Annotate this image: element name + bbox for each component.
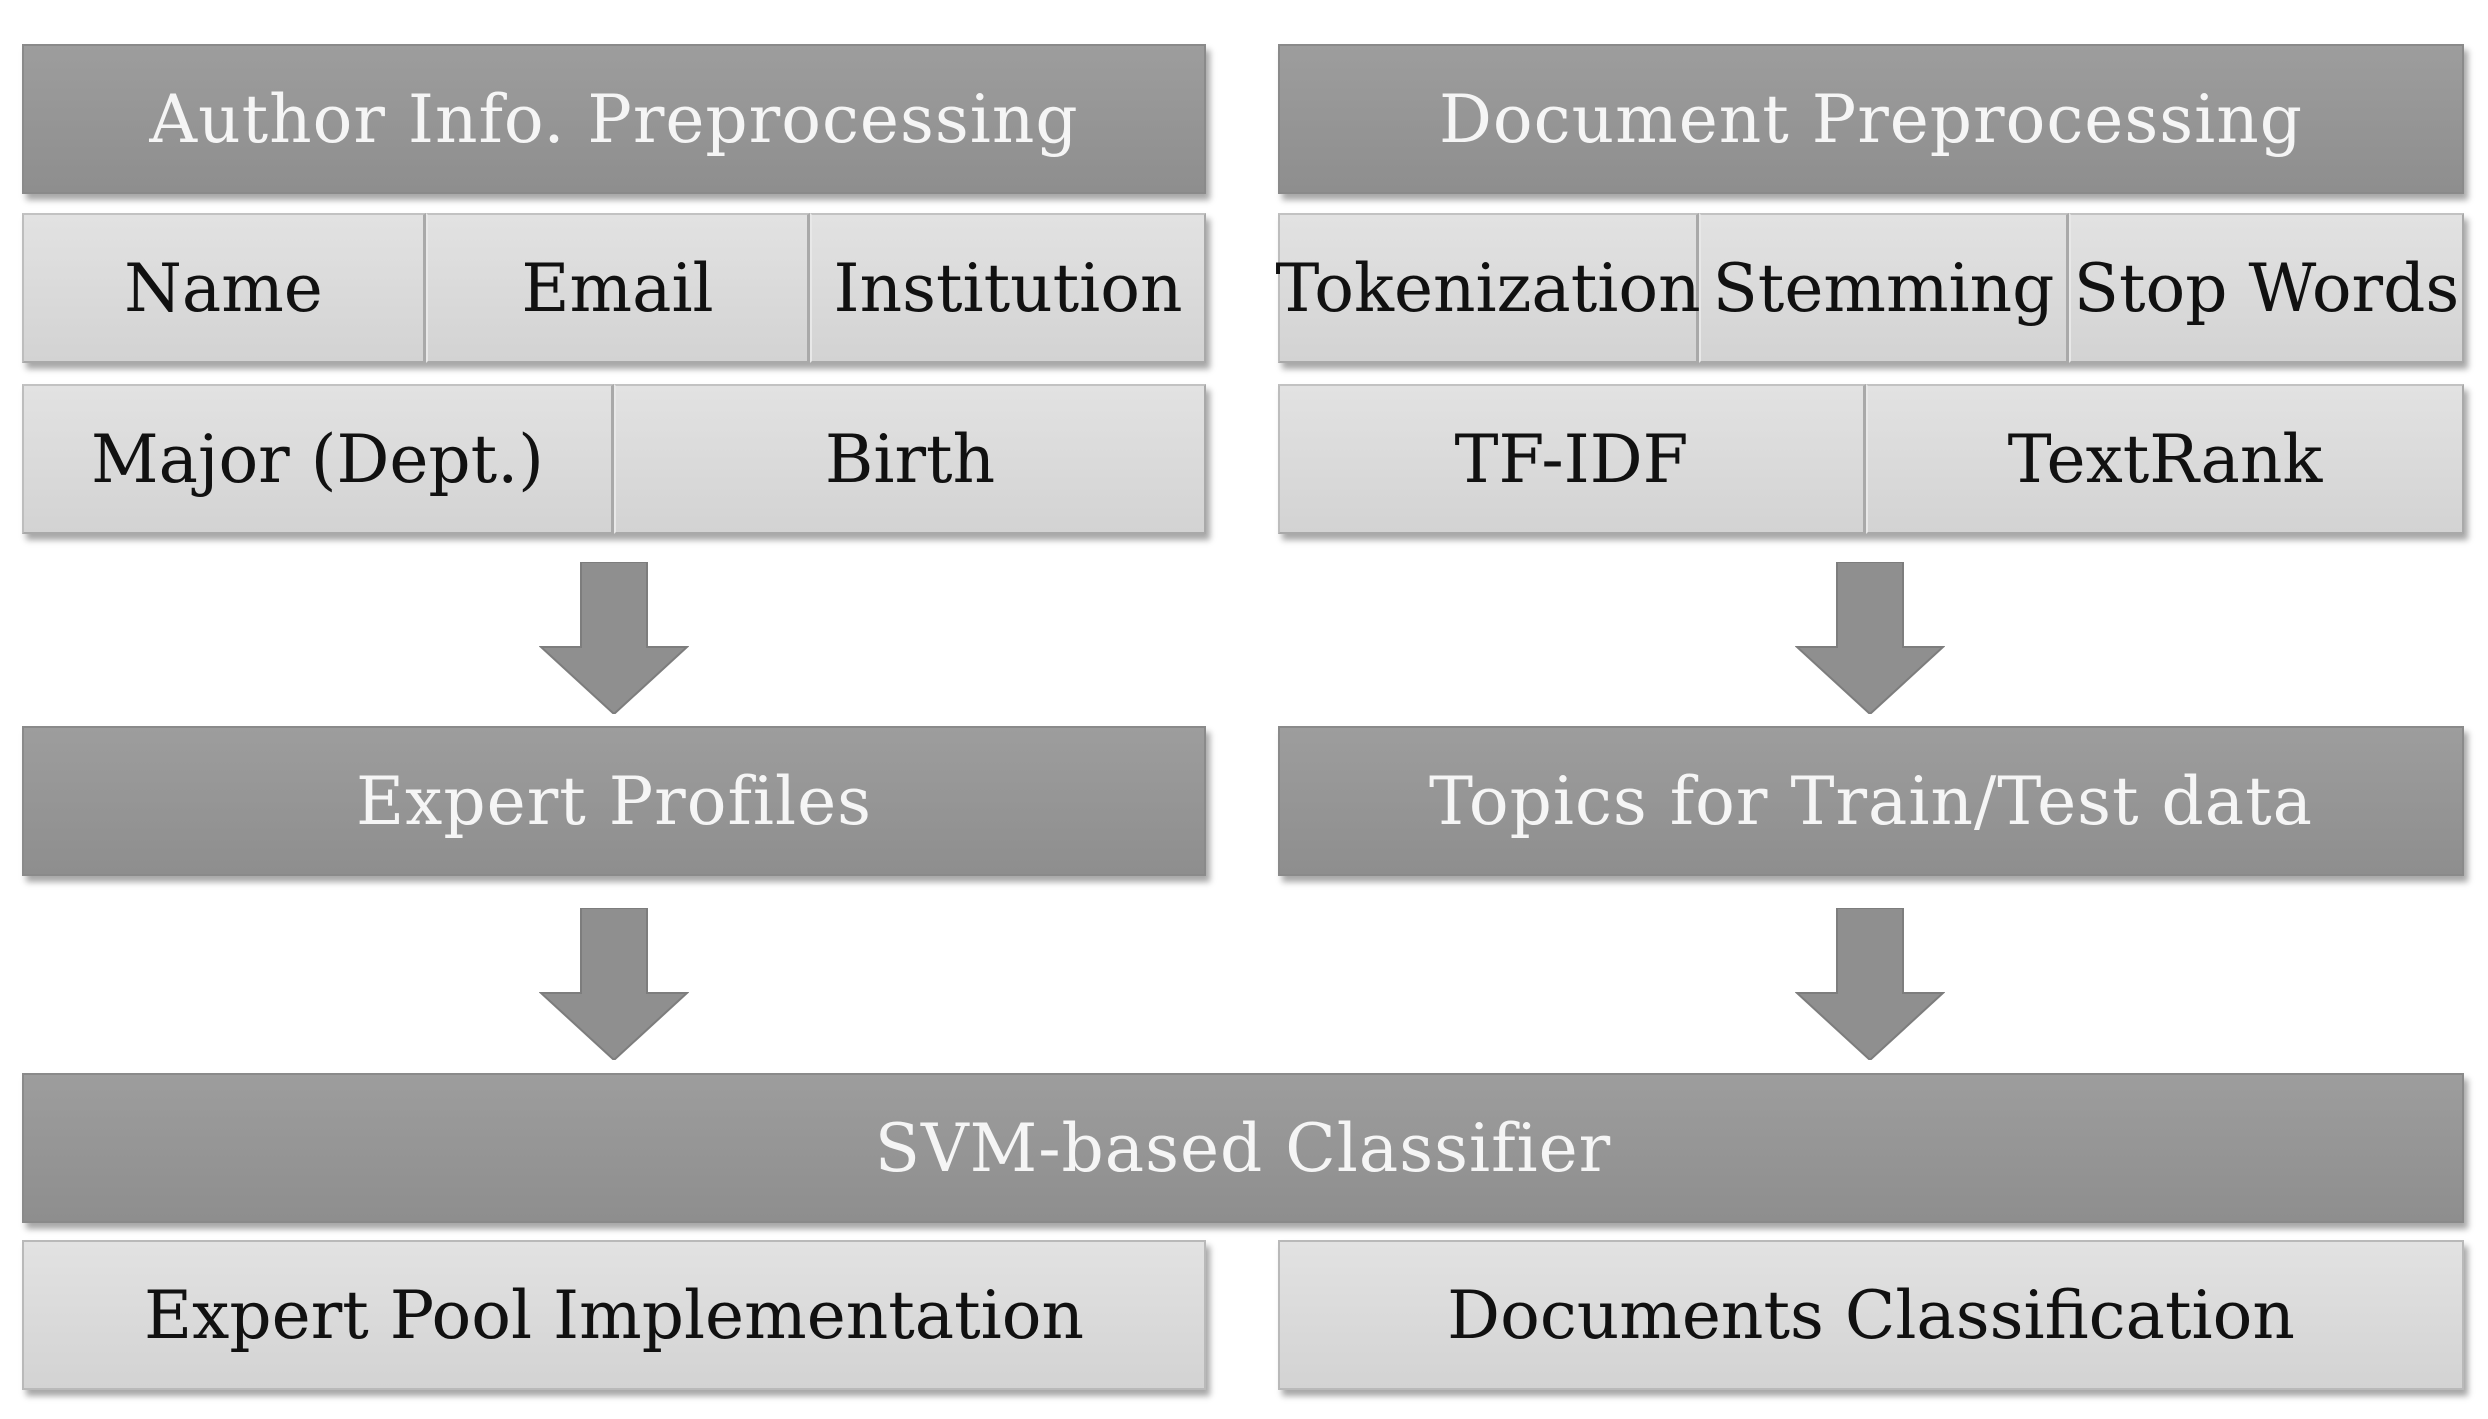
documents-classification-box: Documents Classification bbox=[1278, 1240, 2464, 1390]
topics-train-test-box: Topics for Train/Test data bbox=[1278, 726, 2464, 876]
stop-words-cell: Stop Words bbox=[2069, 213, 2464, 363]
author-info-preprocessing-label: Author Info. Preprocessing bbox=[149, 80, 1079, 158]
document-steps-row-1: Tokenization Stemming Stop Words bbox=[1275, 213, 2464, 363]
expert-pool-implementation-box: Expert Pool Implementation bbox=[22, 1240, 1206, 1390]
stemming-cell: Stemming bbox=[1699, 213, 2069, 363]
email-cell: Email bbox=[426, 213, 810, 363]
expert-profiles-label: Expert Profiles bbox=[355, 762, 873, 840]
down-arrow-icon bbox=[1795, 908, 1945, 1060]
textrank-cell: TextRank bbox=[1866, 384, 2464, 534]
down-arrow-icon bbox=[539, 908, 689, 1060]
expert-profiles-box: Expert Profiles bbox=[22, 726, 1206, 876]
institution-cell: Institution bbox=[810, 213, 1206, 363]
author-info-preprocessing-header: Author Info. Preprocessing bbox=[22, 44, 1206, 194]
document-preprocessing-header: Document Preprocessing bbox=[1278, 44, 2464, 194]
author-attributes-row-2: Major (Dept.) Birth bbox=[22, 384, 1206, 534]
tf-idf-cell: TF-IDF bbox=[1278, 384, 1866, 534]
topics-train-test-label: Topics for Train/Test data bbox=[1428, 762, 2314, 840]
down-arrow-icon bbox=[539, 562, 689, 714]
birth-cell: Birth bbox=[614, 384, 1206, 534]
document-steps-row-2: TF-IDF TextRank bbox=[1278, 384, 2464, 534]
name-cell: Name bbox=[22, 213, 426, 363]
document-preprocessing-label: Document Preprocessing bbox=[1439, 80, 2303, 158]
down-arrow-icon bbox=[1795, 562, 1945, 714]
author-attributes-row-1: Name Email Institution bbox=[22, 213, 1206, 363]
documents-classification-label: Documents Classification bbox=[1447, 1276, 2295, 1354]
expert-pool-implementation-label: Expert Pool Implementation bbox=[143, 1276, 1085, 1354]
tokenization-cell: Tokenization bbox=[1275, 213, 1701, 363]
major-dept-cell: Major (Dept.) bbox=[22, 384, 614, 534]
svm-classifier-label: SVM-based Classifier bbox=[874, 1109, 1612, 1187]
svm-classifier-box: SVM-based Classifier bbox=[22, 1073, 2464, 1223]
